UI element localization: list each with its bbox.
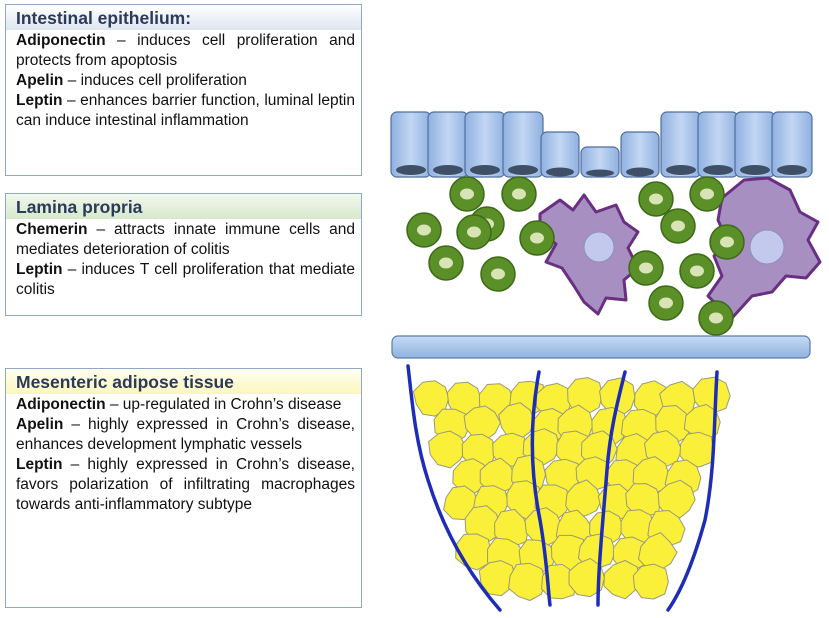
lymphocyte: [648, 285, 684, 321]
lymphocyte: [501, 176, 537, 212]
lymphocyte: [428, 245, 464, 281]
blood-vessels: [406, 364, 719, 612]
entry-text: – induces T cell proliferation that medi…: [16, 261, 355, 298]
adipocyte: [478, 560, 517, 597]
nucleus: [586, 169, 614, 177]
adipocyte: [508, 562, 547, 601]
adipocyte: [498, 402, 536, 440]
epithelium-entry: Apelin – induces cell proliferation: [16, 71, 355, 91]
mesenteric-adipose-panel-body: Adiponectin – up-regulated in Crohn’s di…: [6, 394, 361, 519]
lymphocyte: [519, 220, 555, 256]
entry-term: Chemerin: [16, 221, 88, 238]
epithelium-panel-title: Intestinal epithelium:: [6, 5, 361, 30]
adipocyte: [524, 507, 563, 547]
entry-term: Leptin: [16, 456, 63, 473]
nucleus: [740, 165, 770, 175]
lymphocyte: [660, 208, 696, 244]
adipocyte: [603, 560, 641, 600]
lymphocyte: [406, 212, 442, 248]
epithelial-cell: [580, 146, 620, 178]
lamina-propria-entry: Leptin – induces T cell proliferation th…: [16, 260, 355, 300]
entry-term: Adiponectin: [16, 396, 106, 413]
lymphocyte: [638, 181, 674, 217]
nucleus: [470, 165, 500, 175]
adipocyte: [565, 479, 603, 518]
adipocyte: [455, 533, 492, 571]
lymphocyte: [456, 214, 492, 250]
basement-membrane: [391, 335, 811, 359]
adipocyte: [428, 430, 467, 469]
mesenteric-adipose-panel: Mesenteric adipose tissue Adiponectin – …: [5, 368, 362, 608]
lamina-propria-panel-title: Lamina propria: [6, 194, 361, 219]
lymphocyte-cells: [406, 176, 745, 336]
entry-term: Leptin: [16, 92, 63, 109]
entry-term: Leptin: [16, 261, 63, 278]
epithelial-cell: [620, 131, 660, 178]
entry-text: – enhances barrier function, luminal lep…: [16, 92, 355, 129]
vessel: [596, 370, 627, 607]
epithelium-entry: Adiponectin – induces cell proliferation…: [16, 31, 355, 71]
adipocyte: [463, 405, 501, 441]
epithelium-entry: Leptin – enhances barrier function, lumi…: [16, 91, 355, 131]
vessel: [666, 370, 719, 612]
entry-text: – highly expressed in Crohn’s disease, f…: [16, 456, 355, 513]
lymphocyte: [689, 176, 725, 212]
epithelial-cell: [540, 131, 580, 178]
epithelium-panel: Intestinal epithelium: Adiponectin – ind…: [5, 4, 362, 176]
lymphocyte: [698, 300, 734, 336]
adipocyte: [692, 376, 731, 414]
epithelial-cell: [771, 111, 813, 178]
adipocyte: [679, 431, 714, 468]
lymphocyte: [679, 253, 715, 289]
epithelium-panel-body: Adiponectin – induces cell proliferation…: [6, 30, 361, 135]
mesenteric-entry: Leptin – highly expressed in Crohn’s dis…: [16, 455, 355, 515]
entry-text: – up-regulated in Crohn’s disease: [105, 396, 342, 413]
nucleus: [666, 165, 696, 175]
entry-text: – attracts innate immune cells and media…: [16, 221, 355, 258]
lymphocyte: [628, 250, 664, 286]
entry-term: Apelin: [16, 416, 64, 433]
macrophage-nucleus: [583, 231, 615, 263]
nucleus: [508, 165, 538, 175]
vessel: [530, 370, 552, 607]
macrophage-nucleus: [749, 229, 785, 265]
mesenteric-adipose-panel-title: Mesenteric adipose tissue: [6, 369, 361, 394]
entry-text: – induces cell proliferation and protect…: [16, 32, 355, 69]
nucleus: [626, 167, 654, 177]
adipocyte: [625, 483, 662, 517]
adipocyte-cluster: [412, 376, 731, 601]
nucleus: [433, 165, 463, 175]
entry-text: – highly expressed in Crohn’s disease, e…: [16, 416, 355, 453]
macrophage-cells: [538, 176, 822, 320]
adipocyte: [567, 377, 603, 415]
lymphocyte: [480, 256, 516, 292]
lymphocyte: [709, 224, 745, 260]
adipocyte: [638, 532, 678, 571]
entry-term: Adiponectin: [16, 32, 106, 49]
adipocyte: [452, 458, 489, 495]
entry-term: Apelin: [16, 72, 64, 89]
adipocyte: [632, 563, 669, 600]
nucleus: [777, 165, 807, 175]
lamina-propria-entry: Chemerin – attracts innate immune cells …: [16, 220, 355, 260]
epithelium-layer: [390, 111, 813, 178]
intestinal-wall-illustration: [390, 111, 822, 612]
adipocyte: [494, 508, 529, 547]
entry-text: – induces cell proliferation: [63, 72, 247, 89]
lamina-propria-panel-body: Chemerin – attracts innate immune cells …: [6, 219, 361, 304]
nucleus: [703, 165, 733, 175]
mesenteric-entry: Adiponectin – up-regulated in Crohn’s di…: [16, 395, 355, 415]
vessel: [406, 364, 502, 612]
mesenteric-entry: Apelin – highly expressed in Crohn’s dis…: [16, 415, 355, 455]
adipocyte: [479, 457, 517, 494]
lamina-propria-panel: Lamina propria Chemerin – attracts innat…: [5, 193, 362, 316]
lymphocyte: [449, 176, 485, 212]
nucleus: [546, 167, 574, 177]
adipocyte: [657, 479, 696, 519]
adipocyte: [568, 558, 605, 598]
nucleus: [396, 165, 426, 175]
